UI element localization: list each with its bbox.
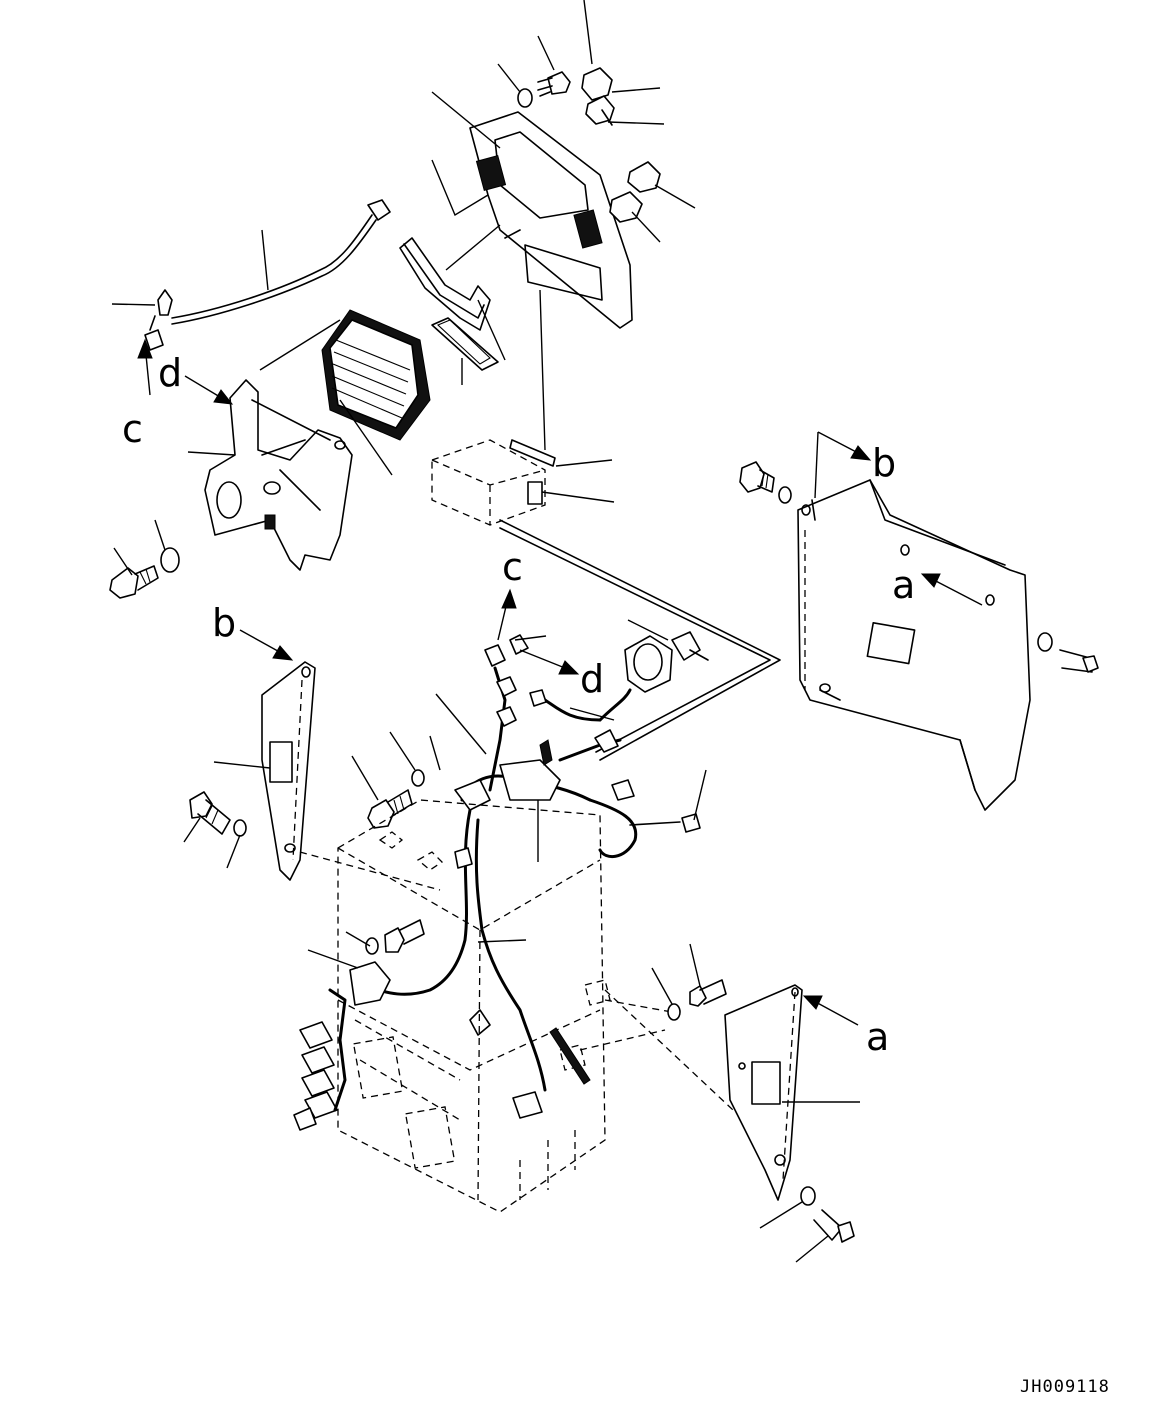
leader-lines — [111, 0, 860, 1263]
lower-right-panel — [724, 984, 803, 1201]
bolt-washer-right — [1037, 632, 1099, 673]
label-b-lower: b — [212, 601, 236, 645]
bolt-washer-left — [109, 547, 180, 599]
right-cover-panel — [797, 479, 1031, 811]
label-plate — [549, 1027, 591, 1085]
label-c-lower: c — [502, 545, 523, 589]
control-box — [431, 439, 556, 526]
gasket-ring — [399, 237, 499, 371]
bolt-washer-b-panel — [189, 791, 247, 837]
bolt-washer-a-panel — [667, 979, 855, 1243]
label-b-upper: b — [872, 441, 896, 485]
label-d-lower: d — [580, 657, 604, 701]
monitor-bracket-plate — [469, 111, 633, 329]
bolt-washer-top-right — [739, 461, 792, 504]
label-d-upper: d — [158, 351, 182, 395]
sensor-cable — [144, 199, 391, 351]
key-switch — [598, 631, 709, 722]
left-side-panel — [261, 661, 316, 881]
drawing-id: JH009118 — [1020, 1377, 1110, 1397]
harness-connectors — [454, 634, 701, 1119]
controller-unit — [321, 309, 431, 441]
bolt-washer-center-low — [365, 919, 425, 955]
label-a-lower: a — [866, 1015, 889, 1059]
view-arrows — [137, 338, 983, 1026]
label-c-upper: c — [122, 407, 143, 451]
b-panel-guide — [299, 851, 441, 891]
bolt-washer-center — [367, 769, 425, 829]
label-a-upper: a — [892, 563, 915, 607]
base-frame — [337, 799, 766, 1213]
relay-stack — [293, 961, 391, 1131]
left-mount-bracket — [204, 379, 353, 571]
main-harness — [358, 666, 638, 1092]
jumper-wire — [499, 519, 781, 761]
